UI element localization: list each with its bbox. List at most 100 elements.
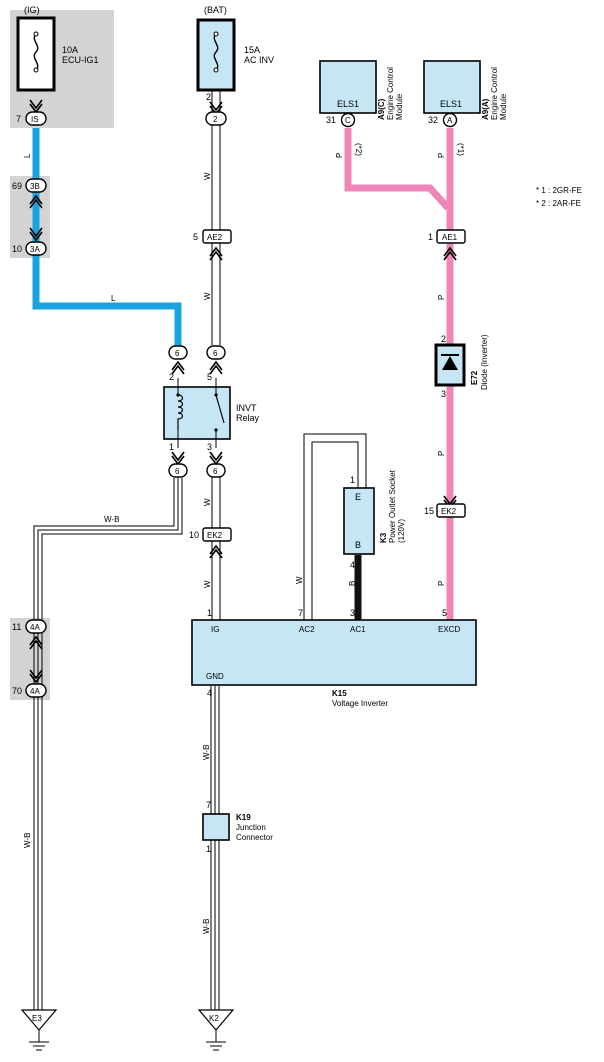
- inverter-pin-ac1: 3: [350, 608, 355, 618]
- wb-wire-right: [210, 686, 220, 1010]
- ecm-right-pin: 32: [428, 115, 438, 125]
- connector-relay-out-left: [168, 451, 188, 478]
- wire-label-p-2: P: [437, 295, 446, 300]
- ecm-left-pin-letter: C: [345, 116, 351, 125]
- ecm-left-box: [319, 60, 377, 128]
- label-4a-top: 4A: [30, 623, 40, 632]
- inverter-term-gnd: GND: [206, 672, 224, 681]
- connector-relay-in-left: [168, 345, 188, 375]
- ground-e3-label: E3: [32, 1014, 42, 1023]
- label-ek2-right: EK2: [441, 507, 457, 516]
- pin-4a-bottom: 70: [12, 686, 22, 696]
- junction-pin-top: 7: [206, 800, 211, 810]
- relay-pin-bot-left: 1: [169, 442, 174, 452]
- wire-label-p-left: P: [335, 153, 344, 158]
- label-bat-2: 2: [213, 115, 218, 124]
- socket-pin-bot: 4: [350, 560, 355, 570]
- socket-term-b: B: [355, 540, 361, 550]
- socket-name-1: Power Outlet Socket: [388, 469, 397, 543]
- inverter-term-excd: EXCD: [438, 625, 460, 634]
- junction-name-1: Junction: [236, 823, 266, 832]
- inverter-name: Voltage Inverter: [332, 699, 388, 708]
- relay-name-1: INVT: [236, 403, 257, 413]
- label-relay-in-right: 6: [213, 349, 218, 358]
- pin-ek2-left: 10: [189, 530, 199, 540]
- wire-label-b: B: [348, 581, 357, 586]
- ecm-right-code: A9(A): [481, 98, 490, 120]
- fuse-ac-inv-name: AC INV: [244, 55, 274, 65]
- connector-ae2: [202, 229, 232, 261]
- ecm-left-terminal: ELS1: [337, 99, 359, 109]
- wire-label-w-3: W: [203, 498, 212, 506]
- power-source-bat: (BAT): [204, 5, 227, 15]
- diode-inverter: [434, 343, 466, 387]
- diode-pin-bot: 3: [441, 389, 446, 399]
- inverter-term-ig: IG: [211, 625, 219, 634]
- note-1: * 1 : 2GR-FE: [536, 186, 582, 195]
- ecm-right-name-1: Engine Control: [490, 67, 499, 120]
- label-3a: 3A: [30, 245, 40, 254]
- wire-label-w-4: W: [203, 580, 212, 588]
- label-relay-in-left: 6: [175, 349, 180, 358]
- wire-label-w-ac2: W: [295, 576, 304, 584]
- pin-ae2: 5: [193, 232, 198, 242]
- connector-4a-top: [25, 619, 47, 650]
- connector-ek2-left: [202, 527, 232, 559]
- ecm-right-name-2: Module: [499, 93, 508, 120]
- relay-name-2: Relay: [236, 413, 260, 423]
- invt-relay: [163, 378, 231, 448]
- diode-pin-top: 2: [441, 334, 446, 344]
- fuse-ac-inv: [196, 18, 236, 92]
- fuse-ac-inv-rating: 15A: [244, 45, 260, 55]
- socket-name-2: (120V): [397, 519, 406, 543]
- ground-k2-label: K2: [209, 1014, 219, 1023]
- label-ae2: AE2: [207, 233, 223, 242]
- pin-4a-top: 11: [12, 622, 21, 632]
- label-4a-bottom: 4A: [30, 687, 40, 696]
- power-source-ig: (IG): [24, 5, 40, 15]
- socket-pin-top: 1: [350, 475, 355, 485]
- label-3b: 3B: [30, 182, 40, 191]
- relay-pin-top-right: 5: [207, 372, 212, 382]
- wire-label-wb-horizontal: W-B: [104, 515, 119, 524]
- relay-pin-bot-right: 3: [207, 442, 212, 452]
- socket-code: K3: [379, 532, 388, 543]
- wire-label-w-2: W: [203, 292, 212, 300]
- pin-3a: 10: [12, 244, 22, 254]
- inverter-pin-ig: 1: [207, 608, 212, 618]
- socket-term-e: E: [355, 492, 361, 502]
- diode-name: Diode (Inverter): [480, 334, 489, 390]
- pin-ae1: 1: [428, 232, 433, 242]
- ecm-left-code: A9(C): [377, 98, 386, 120]
- inverter-term-ac2: AC2: [299, 625, 315, 634]
- pin-3b: 69: [12, 181, 22, 191]
- junction-pin-bot: 1: [206, 844, 211, 854]
- label-is: IS: [31, 115, 39, 124]
- label-ae1: AE1: [442, 233, 458, 242]
- ecm-right-note: (*1): [456, 143, 465, 156]
- inverter-term-ac1: AC1: [350, 625, 366, 634]
- label-ek2-left: EK2: [207, 531, 223, 540]
- power-outlet-socket: [343, 487, 375, 555]
- ecm-right-terminal: ELS1: [440, 99, 462, 109]
- voltage-inverter-box: [191, 619, 477, 686]
- junction-name-2: Connector: [236, 833, 273, 842]
- pin-ek2-right: 15: [424, 506, 434, 516]
- ecm-left-name-1: Engine Control: [386, 67, 395, 120]
- connector-3b: [25, 178, 47, 209]
- ecm-right-box: [423, 60, 481, 128]
- fuse-ecu-ig1-rating: 10A: [62, 45, 78, 55]
- fuse-ecu-ig1-name: ECU-IG1: [62, 55, 99, 65]
- blue-wire-l: [32, 128, 182, 346]
- connector-3a: [25, 227, 47, 256]
- inverter-pin-ac2: 7: [298, 608, 303, 618]
- wire-label-l-vertical: L: [23, 153, 32, 158]
- wire-label-w-1: W: [203, 172, 212, 180]
- wb-wire-left: [33, 478, 183, 1010]
- connector-ae1: [436, 229, 466, 261]
- ecm-left-note: (*2): [354, 143, 363, 156]
- ecm-left-name-2: Module: [395, 93, 404, 120]
- wire-label-wb-right-2: W-B: [202, 919, 211, 934]
- ecm-left-pin: 31: [326, 115, 336, 125]
